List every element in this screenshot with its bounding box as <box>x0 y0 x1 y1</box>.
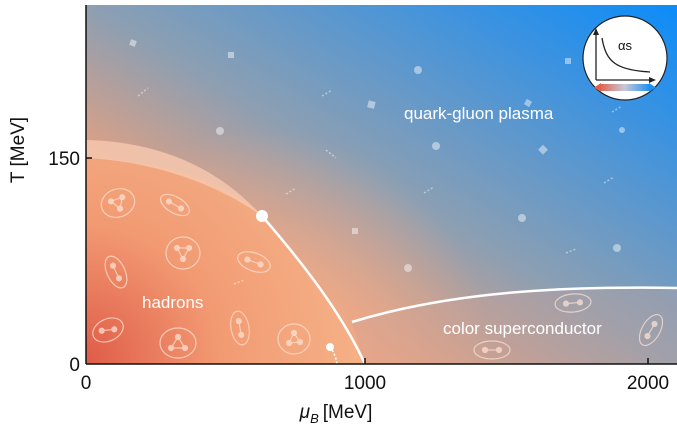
superconductor-boundary <box>351 286 677 324</box>
hadron-icon <box>104 255 128 289</box>
first-order-phase-boundary <box>261 215 367 364</box>
y-tick-150: 150 <box>48 149 80 170</box>
y-tick-0: 0 <box>69 355 80 376</box>
crossover-band <box>86 140 262 216</box>
hadron-icon <box>473 340 511 360</box>
color-superconductor-region <box>352 287 677 364</box>
running-coupling-icon: αs <box>582 15 668 101</box>
hadron-phase-region <box>86 158 365 364</box>
nuclear-critical-point <box>326 343 334 351</box>
particle-decorations <box>129 39 625 285</box>
hadron-icon <box>230 310 250 346</box>
x-axis-title: μB [MeV] <box>299 402 373 426</box>
x-axis-subscript: B <box>310 411 319 426</box>
hadron-icon <box>638 314 664 346</box>
hadron-icon <box>159 193 191 217</box>
hadron-icon <box>92 317 124 343</box>
x-tick-2000: 2000 <box>627 373 669 394</box>
x-axis-symbol: μ <box>299 402 311 423</box>
y-axis-title: T [MeV] <box>8 117 29 183</box>
region-label-color-superconductor: color superconductor <box>443 319 602 338</box>
hadron-icon <box>277 323 311 355</box>
hadron-icon <box>237 251 271 273</box>
x-tick-0: 0 <box>81 373 92 394</box>
inset-color-bar <box>599 84 650 91</box>
hadron-icon <box>159 327 197 359</box>
x-tick-1000: 1000 <box>344 373 386 394</box>
axes <box>85 5 677 365</box>
region-label-qgp: quark-gluon plasma <box>404 104 554 123</box>
hadron-icon <box>100 188 136 218</box>
inset-alpha-label: αs <box>618 38 633 53</box>
hadron-icon <box>165 236 201 270</box>
critical-point <box>256 210 268 222</box>
hadron-icon <box>554 293 592 313</box>
hadron-icons <box>92 188 664 360</box>
x-axis-unit: [MeV] <box>323 402 373 423</box>
region-label-hadrons: hadrons <box>142 293 203 312</box>
